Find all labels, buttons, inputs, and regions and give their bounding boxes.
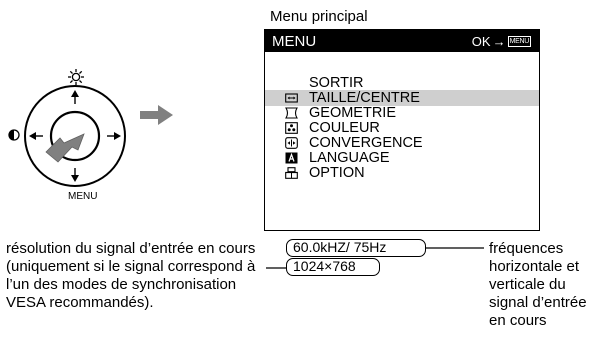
menu-item-option[interactable]: OPTION — [265, 165, 539, 181]
press-arrow — [45, 133, 85, 163]
ok-label: OK — [471, 33, 491, 49]
arrow-icon: → — [492, 33, 506, 49]
option-icon — [285, 167, 298, 179]
frequency-description: fréquences horizontale et verticale du s… — [489, 240, 587, 329]
ok-hint: OK → MENU — [472, 34, 531, 49]
control-button-diagram — [8, 69, 126, 187]
arrow-right-icon — [140, 105, 173, 125]
resolution-readout: 1024×768 — [286, 258, 380, 276]
color-icon — [285, 122, 298, 134]
menu-item-couleur[interactable]: COULEUR — [265, 120, 539, 136]
menu-caption: Menu principal — [270, 8, 368, 25]
osd-menu: MENU OK → MENU SORTIR TAILLE/CENTRE GEOM… — [264, 29, 540, 231]
convergence-icon — [285, 137, 298, 149]
frequency-readout: 60.0kHZ/ 75Hz — [286, 239, 426, 257]
contrast-icon — [8, 129, 20, 141]
menu-item-language[interactable]: LANGUAGE — [265, 150, 539, 166]
menu-item-taille-centre[interactable]: TAILLE/CENTRE — [265, 90, 539, 106]
geometry-icon — [285, 107, 298, 119]
menu-header: MENU OK → MENU — [265, 30, 539, 52]
size-center-icon — [285, 93, 298, 103]
menu-button-icon: MENU — [507, 35, 531, 47]
menu-item-sortir[interactable]: SORTIR — [309, 75, 364, 91]
menu-item-convergence[interactable]: CONVERGENCE — [265, 135, 539, 151]
resolution-description: résolution du signal d’entrée en cours (… — [6, 240, 256, 311]
menu-item-geometrie[interactable]: GEOMETRIE — [265, 105, 539, 121]
menu-button-label: MENU — [68, 191, 98, 202]
language-icon — [285, 152, 298, 164]
sun-icon — [68, 69, 84, 85]
menu-title: MENU — [272, 32, 317, 50]
